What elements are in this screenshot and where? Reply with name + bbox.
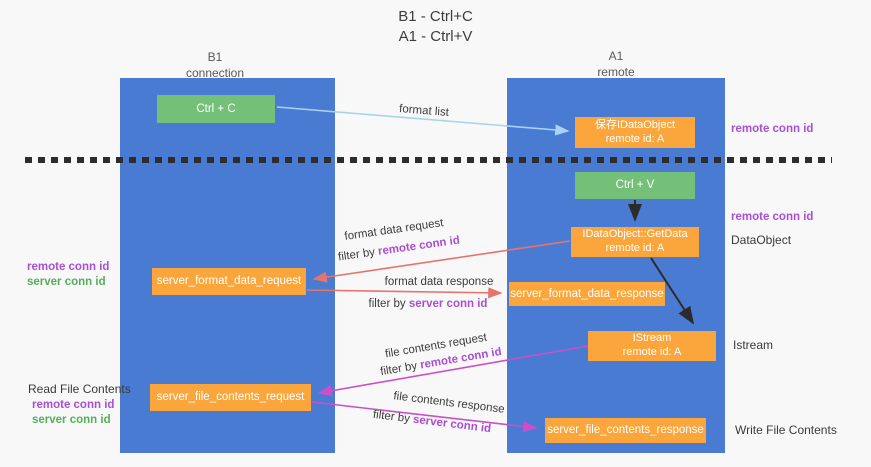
server-conn-id-text: server conn id xyxy=(412,413,492,436)
server-file-contents-request-label: server_file_contents_request xyxy=(156,391,305,404)
filter-by-text: filter by xyxy=(337,246,376,264)
right-column-header: A1 remote xyxy=(507,49,725,80)
server-format-data-response-label: server_format_data_response xyxy=(510,287,664,300)
server-conn-id-annotation-left-2: server conn id xyxy=(32,414,111,426)
remote-conn-id-annotation-top-right: remote conn id xyxy=(731,123,814,135)
filter-by-text: filter by xyxy=(379,360,419,379)
left-column-subtitle: connection xyxy=(185,65,245,80)
dataobject-annotation: DataObject xyxy=(731,233,792,247)
server-format-data-response-box: server_format_data_response xyxy=(509,282,665,306)
getdata-line1: IDataObject::GetData xyxy=(582,228,688,241)
save-idataobject-line1: 保存IDataObject xyxy=(594,118,676,131)
left-column-header: B1 connection xyxy=(120,50,310,81)
istream-line1: IStream xyxy=(632,332,672,345)
getdata-line2: remote id: A xyxy=(605,242,665,254)
remote-conn-id-annotation-left-1: remote conn id xyxy=(27,261,110,273)
title-line-2: A1 - Ctrl+V xyxy=(398,28,473,46)
server-file-contents-response-box: server_file_contents_response xyxy=(545,418,706,443)
server-conn-id-annotation-left-1: server conn id xyxy=(27,276,106,288)
ctrl-v-box: Ctrl + V xyxy=(575,172,695,199)
remote-conn-id-annotation-mid-right: remote conn id xyxy=(731,211,814,223)
server-file-contents-response-label: server_file_contents_response xyxy=(547,424,704,437)
remote-conn-id-annotation-left-2: remote conn id xyxy=(32,399,115,411)
ctrl-c-label: Ctrl + C xyxy=(196,102,236,115)
istream-line2: remote id: A xyxy=(622,346,682,358)
idataobject-getdata-box: IDataObject::GetData remote id: A xyxy=(571,227,699,257)
ctrl-c-box: Ctrl + C xyxy=(157,95,275,123)
server-conn-id-text: server conn id xyxy=(408,298,488,310)
filter-by-text: filter by xyxy=(368,298,406,310)
save-idataobject-line2: remote id: A xyxy=(605,132,665,145)
write-file-contents-annotation: Write File Contents xyxy=(735,423,837,437)
read-file-contents-annotation: Read File Contents xyxy=(28,382,131,396)
file-contents-response-label: file contents response xyxy=(392,390,506,416)
file-contents-response-filter-label: filter by server conn id xyxy=(372,409,491,435)
server-format-data-request-label: server_format_data_request xyxy=(156,275,302,288)
dashed-separator-line xyxy=(25,157,832,163)
server-file-contents-request-box: server_file_contents_request xyxy=(150,384,311,411)
format-data-response-filter-label: filter by server conn id xyxy=(369,298,488,310)
title-line-1: B1 - Ctrl+C xyxy=(398,8,473,25)
right-column-subtitle: remote xyxy=(597,64,635,79)
left-column-name: B1 xyxy=(207,50,223,64)
ctrl-v-label: Ctrl + V xyxy=(615,179,655,192)
istream-annotation: Istream xyxy=(733,338,774,352)
diagram-title: B1 - Ctrl+C A1 - Ctrl+V xyxy=(0,7,871,48)
format-list-label: format list xyxy=(398,103,450,119)
remote-conn-id-text: remote conn id xyxy=(377,234,461,258)
server-format-data-request-box: server_format_data_request xyxy=(152,268,306,295)
istream-box: IStream remote id: A xyxy=(588,331,716,361)
filter-by-text: filter by xyxy=(372,408,411,426)
save-idataobject-box: 保存IDataObject remote id: A xyxy=(575,117,695,148)
right-column-name: A1 xyxy=(608,49,624,63)
format-data-response-label: format data response xyxy=(384,276,494,288)
format-data-response-arrow xyxy=(306,287,503,299)
